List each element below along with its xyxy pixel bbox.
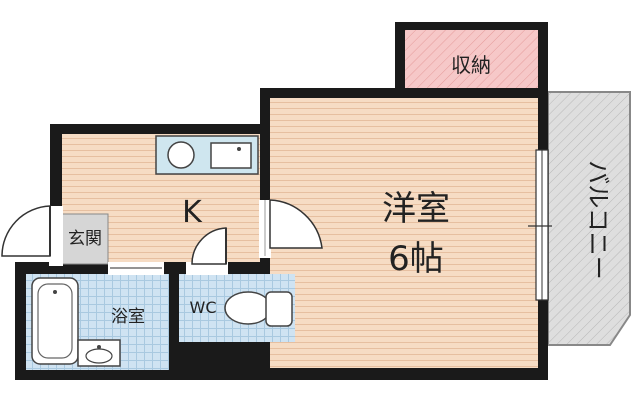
kitchen-label: K [182,195,203,230]
toilet-label: WC [190,298,217,317]
bathroom: 浴室 [26,274,169,370]
toilet-room: WC [179,274,295,342]
bathroom-label: 浴室 [111,307,145,327]
balcony: バルコニー [547,91,631,346]
room-door-icon [259,199,323,258]
bathroom-door-icon [108,262,164,275]
balcony-label: バルコニー [584,160,612,280]
entrance-door-icon [1,205,63,266]
western-room-size: 6帖 [388,239,444,279]
entrance: 玄関 [61,213,109,265]
sink-counter [155,135,259,175]
stove-icon [167,141,195,169]
western-room-name: 洋室 [382,189,450,229]
toilet-icon [224,291,293,327]
sink-icon [210,142,252,169]
toilet-door-icon [186,227,228,275]
entrance-label: 玄関 [68,229,102,249]
balcony-window-icon [535,149,549,301]
storage-label: 収納 [451,53,491,77]
